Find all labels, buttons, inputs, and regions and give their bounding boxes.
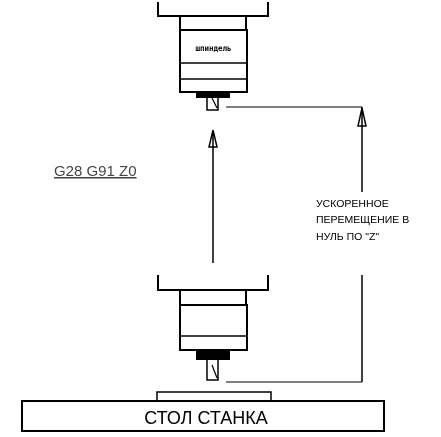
lower-spindle-body [179,304,248,351]
table-body [21,400,385,432]
upper-spindle [157,2,269,111]
upper-holder [157,2,269,17]
upper-spindle-body [179,29,248,93]
command-label: G28 G91 Z0 [54,163,137,180]
lower-spindle [157,275,269,381]
lower-tool [206,358,219,381]
workpiece [156,391,272,402]
lower-collet [196,349,230,360]
machine-table [21,391,385,432]
motion-arrow [208,129,218,263]
note-line-3: НУЛЬ ПО "Z" [316,231,379,243]
note-line-2: ПЕРЕМЕЩЕНИЕ В [316,214,409,226]
table-label: СТОЛ СТАНКА [144,408,268,428]
lower-holder [157,275,269,291]
dimension-line [226,106,367,383]
spindle-label: шпиндель [195,44,231,53]
note-line-1: УСКОРЕННОЕ [316,198,389,210]
upper-tool [206,96,219,111]
